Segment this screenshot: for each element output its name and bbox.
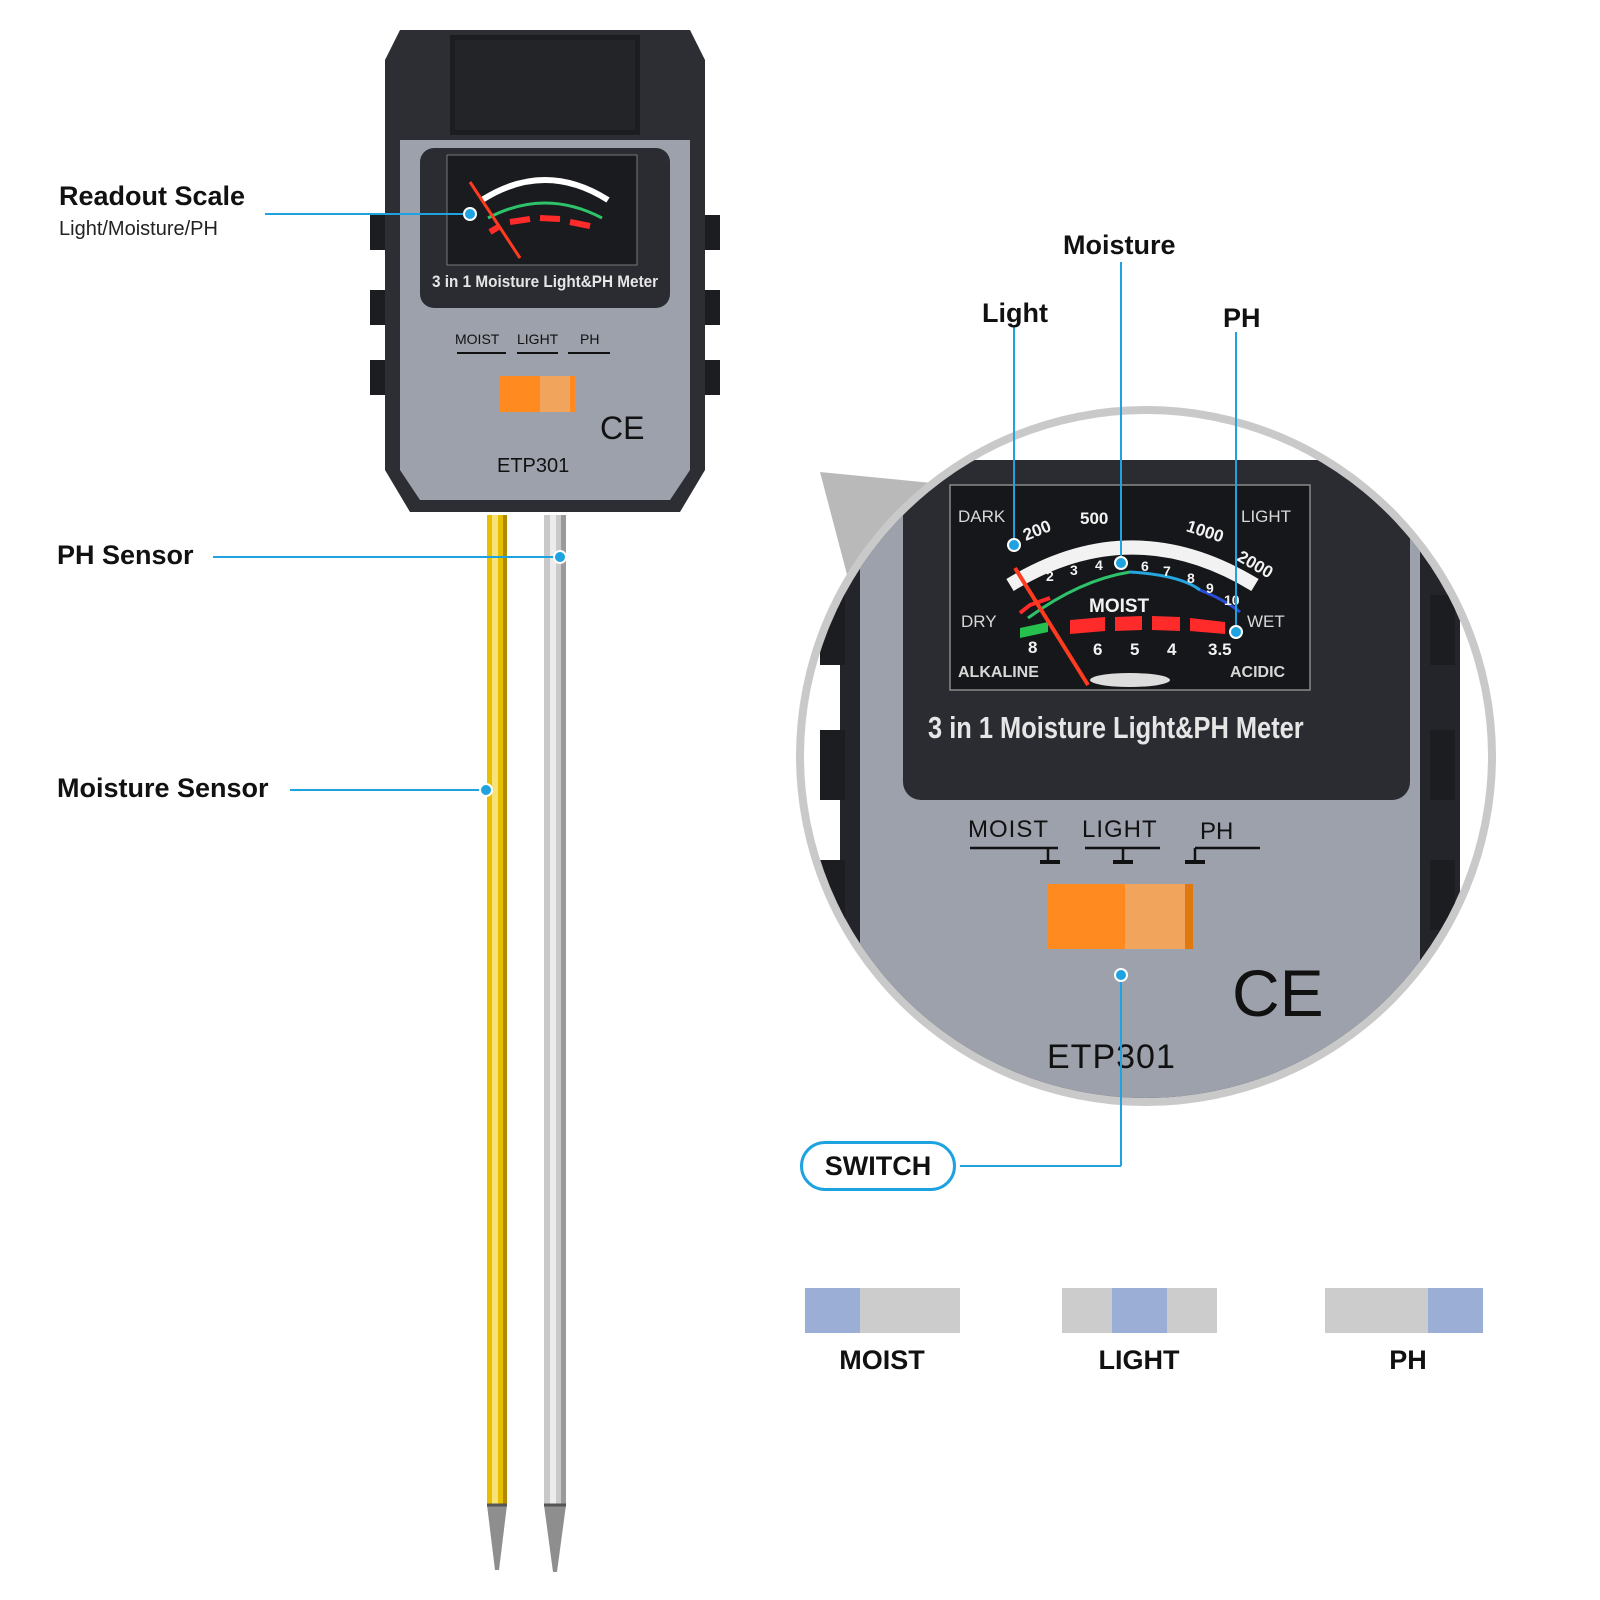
dial-dry-label: DRY [961, 612, 997, 631]
readout-scale-subtitle: Light/Moisture/PH [59, 218, 218, 240]
switch-label-moist-zoomed: MOIST [968, 816, 1049, 843]
ph-sensor-callout-dot [553, 550, 567, 564]
switch-callout-dot [1114, 968, 1128, 982]
ph-tick: 3.5 [1208, 640, 1232, 659]
dial-alkaline-label: ALKALINE [958, 664, 1039, 681]
position-ph [1325, 1288, 1483, 1333]
ce-mark-small: CE [600, 410, 645, 446]
readout-callout-dot [463, 207, 477, 221]
position-light [1062, 1288, 1217, 1333]
switch-label-ph-zoomed: PH [1200, 818, 1234, 845]
moisture-callout-dot [1114, 556, 1128, 570]
scale-title-small: 3 in 1 Moisture Light&PH Meter [432, 272, 659, 291]
dial-moist-label: MOIST [1089, 596, 1150, 617]
moist-tick: 4 [1095, 557, 1103, 573]
dial-acidic-label: ACIDIC [1230, 664, 1286, 681]
ph-tick: 6 [1093, 640, 1103, 659]
ce-mark-zoomed: CE [1232, 956, 1324, 1030]
moist-tick: 9 [1206, 580, 1214, 596]
switch-position-legend [805, 1288, 1483, 1333]
model-label-small: ETP301 [497, 455, 570, 477]
magnifier [796, 406, 1496, 1106]
mode-switch-zoomed[interactable] [1048, 884, 1193, 949]
ph-sensor-label: PH Sensor [57, 540, 194, 570]
meter-device [370, 30, 720, 1572]
moist-tick: 6 [1141, 558, 1149, 574]
ph-probe [544, 515, 566, 1572]
moist-tick: 2 [1046, 568, 1054, 584]
moisture-sensor-callout-dot [479, 783, 493, 797]
switch-label-moist-small: MOIST [455, 331, 500, 347]
position-moist [805, 1288, 960, 1333]
dial-wet-label: WET [1247, 612, 1285, 631]
moist-tick: 8 [1187, 570, 1195, 586]
ph-tick: 4 [1167, 640, 1177, 659]
right-callout-lines [960, 262, 1243, 1167]
light-tick: 500 [1080, 509, 1109, 528]
model-label-zoomed: ETP301 [1047, 1038, 1176, 1076]
readout-scale-title: Readout Scale [59, 181, 246, 211]
switch-callout-label: SWITCH [800, 1141, 956, 1191]
scale-title-zoomed: 3 in 1 Moisture Light&PH Meter [928, 710, 1304, 745]
mode-switch[interactable] [457, 352, 610, 412]
switch-label-light-zoomed: LIGHT [1082, 816, 1158, 843]
left-callout-lines [213, 207, 567, 797]
moisture-callout-label: Moisture [1063, 230, 1176, 260]
light-callout-label: Light [982, 298, 1048, 328]
meter-needle [1013, 566, 1090, 687]
ph-tick: 5 [1130, 640, 1140, 659]
position-label-ph: PH [1389, 1345, 1427, 1375]
ph-callout-label: PH [1223, 303, 1261, 333]
dial-dark-label: DARK [958, 507, 1006, 526]
switch-label-light-small: LIGHT [517, 331, 559, 347]
light-callout-dot [1007, 538, 1021, 552]
moisture-sensor-label: Moisture Sensor [57, 773, 269, 803]
position-label-light: LIGHT [1098, 1345, 1180, 1375]
moist-tick: 3 [1070, 562, 1078, 578]
meter-housing [370, 30, 720, 512]
switch-label-ph-small: PH [580, 331, 600, 347]
position-label-moist: MOIST [839, 1345, 925, 1375]
ph-tick: 8 [1028, 638, 1038, 657]
moisture-probe [487, 515, 507, 1570]
moist-tick: 7 [1163, 563, 1171, 579]
dial-light-label: LIGHT [1241, 507, 1292, 526]
ph-callout-dot [1229, 625, 1243, 639]
